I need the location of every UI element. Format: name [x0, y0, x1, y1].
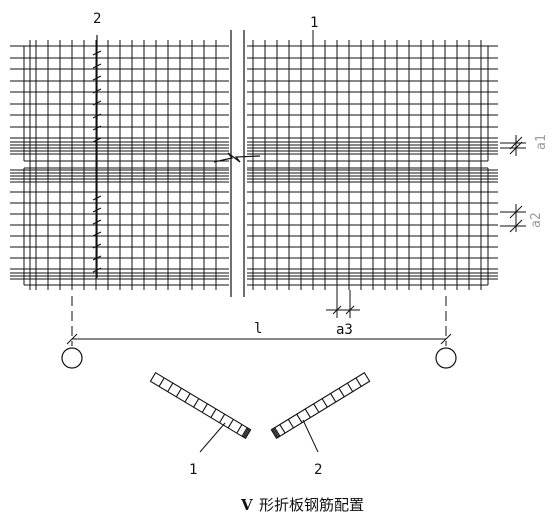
plate-rebar-tick: [287, 419, 294, 429]
bent-bar-tick: [92, 88, 102, 94]
figure-caption: 形折板钢筋配置: [259, 496, 364, 514]
support-left: [61, 347, 83, 369]
plate-rebar-tick: [184, 393, 191, 403]
callout-label-1-bottom: 1: [189, 462, 197, 478]
plate-rebar-tick: [330, 393, 337, 403]
bent-bar-tick: [92, 50, 102, 56]
right-rebar-mesh: [247, 40, 498, 290]
figure-caption-prefix: V: [240, 496, 253, 514]
bent-bar-tick: [92, 63, 102, 69]
plate-rebar-tick: [210, 408, 217, 418]
bent-bar-tick: [92, 75, 102, 81]
callout-label-1-top: 1: [310, 15, 318, 31]
left-rebar-mesh: [10, 40, 229, 290]
bent-bar-tick: [92, 255, 102, 261]
plate-rebar-tick: [227, 419, 234, 429]
plate-rebar-tick: [321, 398, 328, 408]
bent-bar-tick: [92, 219, 102, 225]
dimension-a2: [500, 204, 526, 233]
plate-end-hatch: [273, 428, 280, 438]
plate-end-hatch: [243, 428, 250, 438]
plate-rebar-tick: [338, 387, 345, 398]
v-plate-right-section: [270, 371, 371, 440]
plate-end-hatch: [244, 429, 252, 439]
plate-rebar-tick: [167, 382, 174, 392]
callout-leader-1-bottom: [199, 422, 226, 453]
plate-end-hatch: [242, 428, 249, 438]
callout-label-2-bottom: 2: [314, 462, 322, 478]
plate-end-hatch: [272, 428, 279, 438]
callout-label-2-top: 2: [93, 11, 101, 27]
support-right: [435, 347, 457, 369]
plate-end-hatch: [270, 429, 278, 439]
bent-bar-tick: [92, 137, 102, 143]
plate-rebar-tick: [313, 403, 320, 413]
dimension-label-a2: a2: [529, 212, 544, 228]
bent-bar-tick: [92, 125, 102, 131]
ridge-lines: [230, 30, 245, 297]
dimension-label-a3: a3: [336, 322, 353, 338]
plate-outline: [270, 371, 371, 440]
plate-rebar-tick: [355, 377, 362, 387]
plate-rebar-tick: [219, 413, 226, 424]
plate-end-hatch: [241, 427, 248, 437]
plate-rebar-tick: [347, 382, 354, 392]
dimension-a3: [326, 290, 360, 318]
span-dimension: [66, 296, 452, 346]
plate-rebar-tick: [236, 424, 243, 434]
bent-bar-tick: [92, 100, 102, 106]
plate-rebar-tick: [304, 408, 311, 418]
plate-rebar-tick: [201, 403, 208, 413]
plate-end-hatch: [274, 427, 281, 437]
bent-bar-tick: [92, 113, 102, 119]
plate-rebar-tick: [193, 398, 200, 408]
bent-bar-tick: [92, 231, 102, 237]
dimension-a1: [500, 135, 526, 156]
bent-bar-tick: [92, 207, 102, 213]
plate-rebar-tick: [175, 387, 182, 398]
bent-rebar-2-marks: [92, 35, 102, 278]
plate-rebar-tick: [279, 424, 286, 434]
dimension-label-a1: a1: [534, 134, 549, 150]
bent-bar-tick: [92, 195, 102, 201]
break-symbol: [213, 152, 261, 163]
plate-rebar-tick: [296, 413, 303, 424]
plate-rebar-tick: [158, 377, 165, 387]
callout-leader-2-bottom: [302, 419, 319, 453]
plate-outline: [149, 371, 252, 440]
v-plate-left-section: [149, 371, 252, 440]
span-label-l: l: [254, 321, 262, 337]
bent-bar-tick: [92, 267, 102, 273]
bent-bar-tick: [92, 243, 102, 249]
